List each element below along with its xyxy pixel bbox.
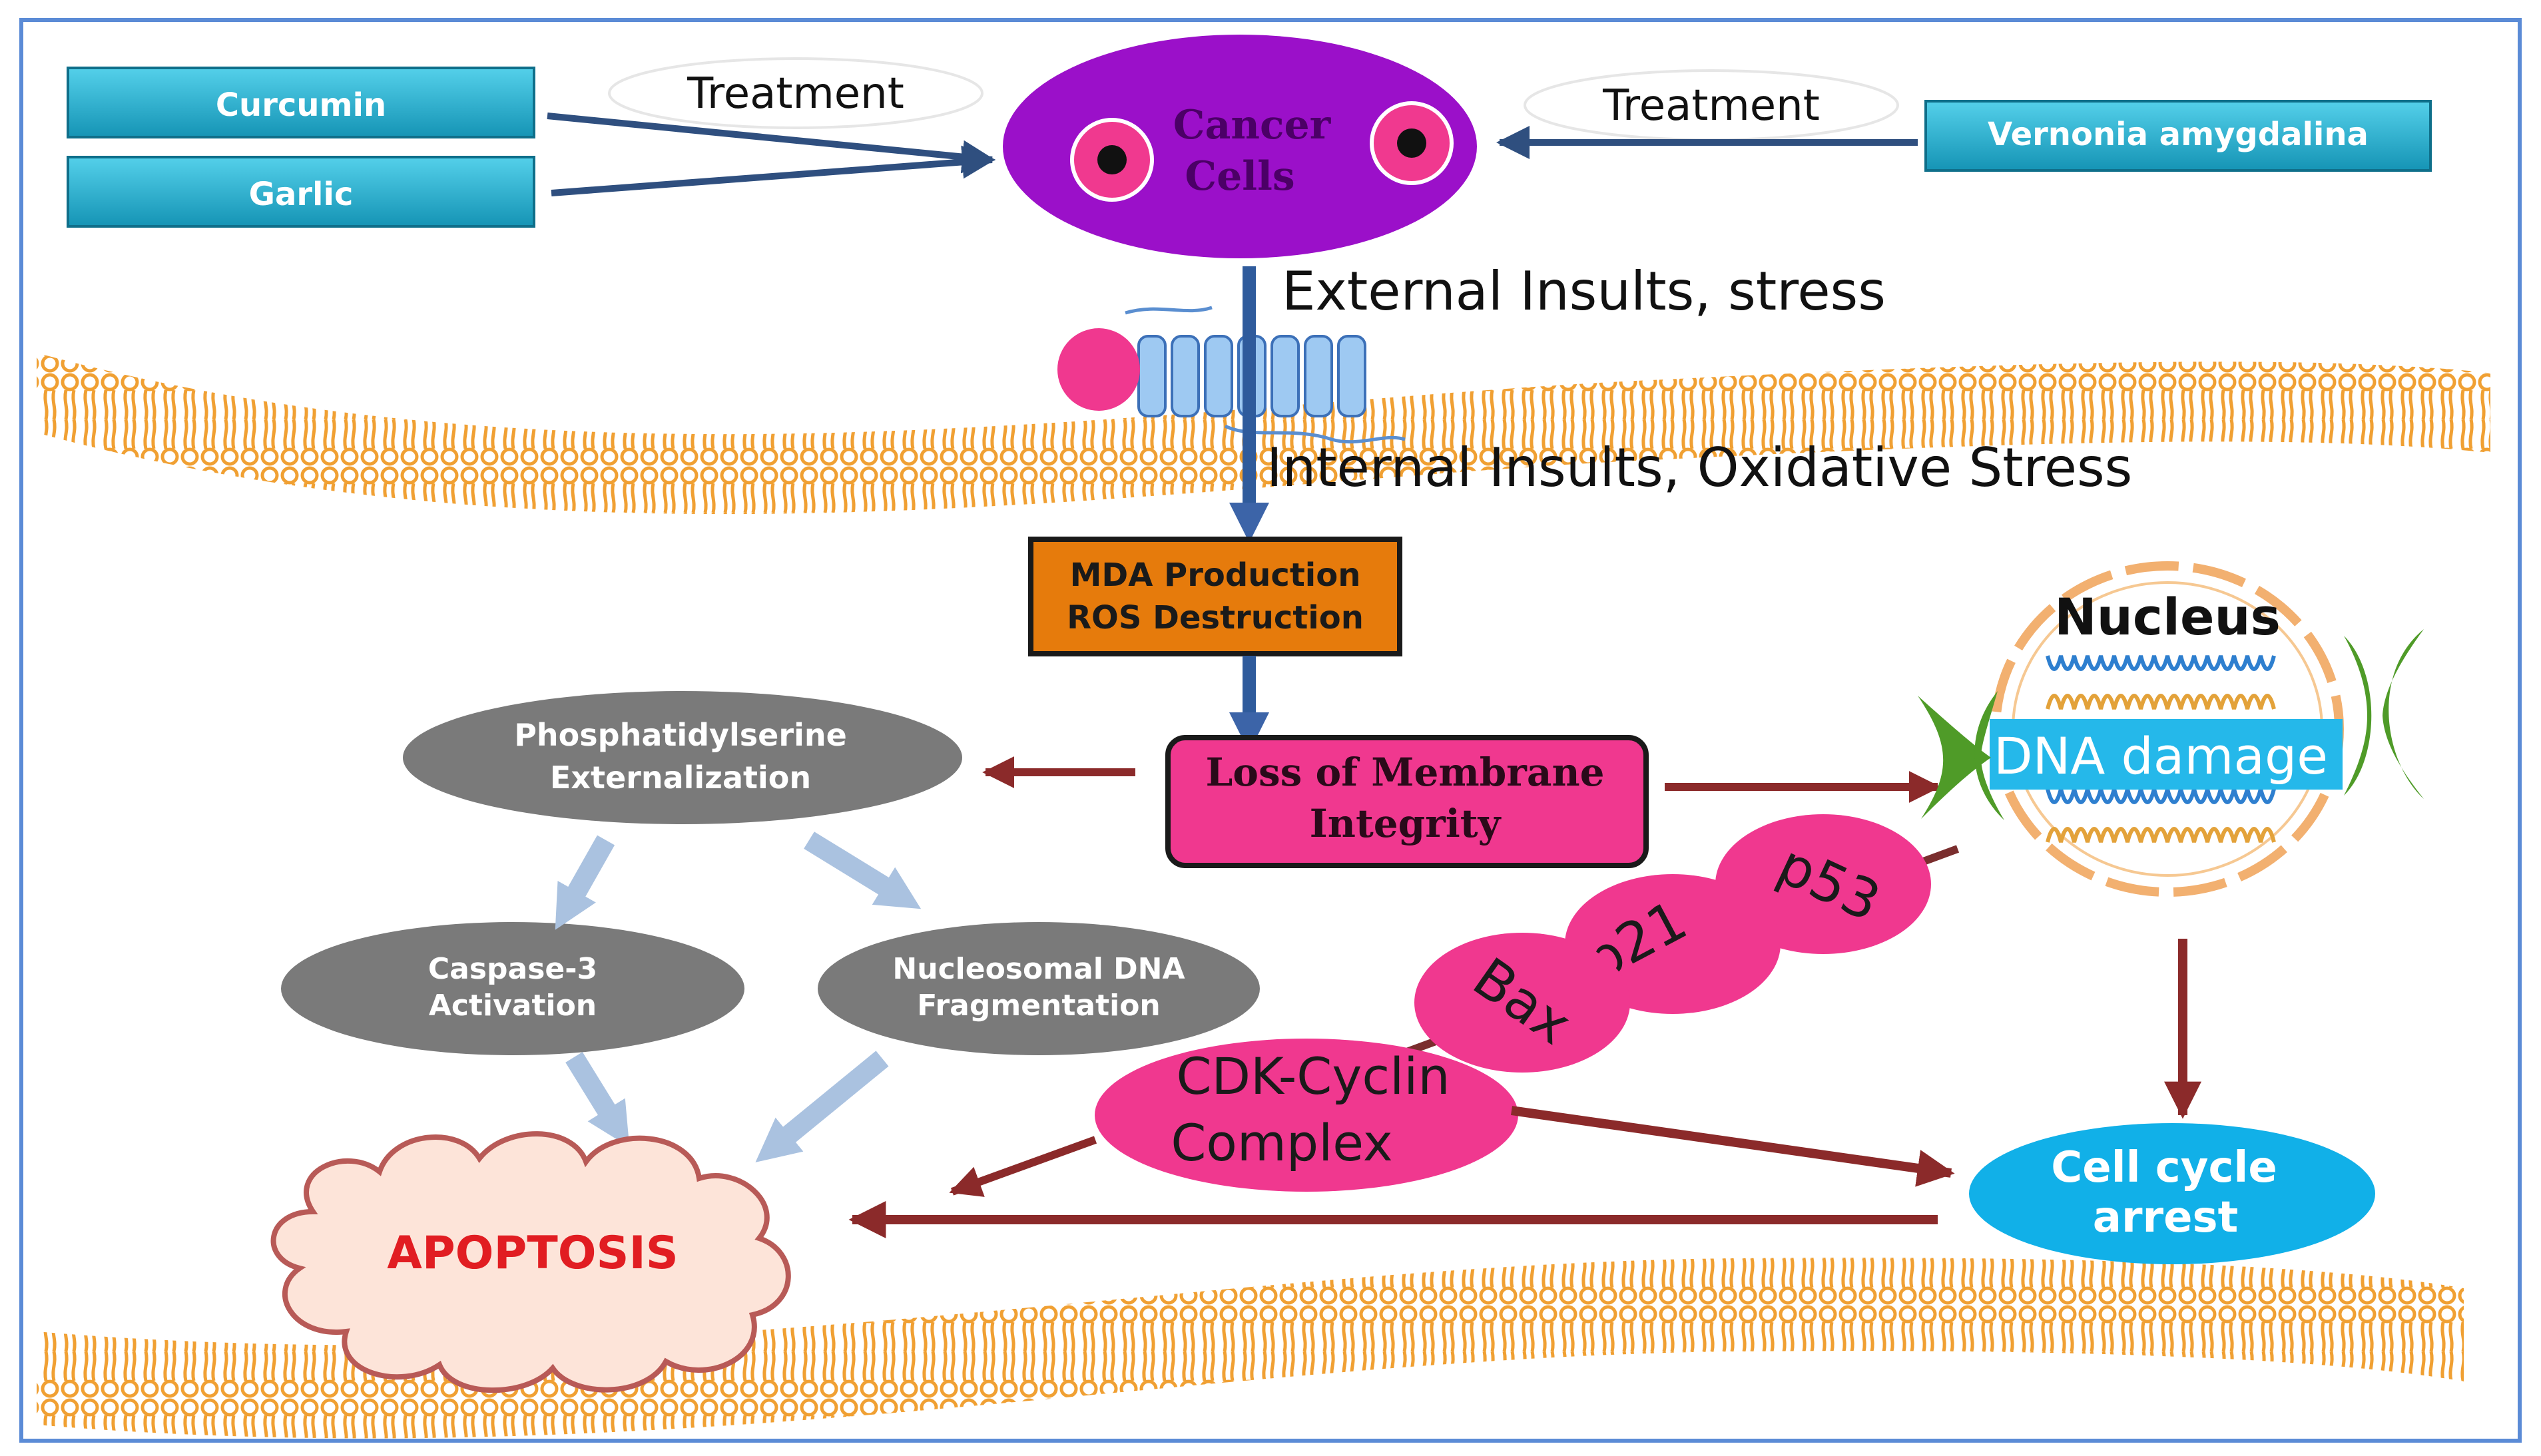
caspase-oval: Caspase-3 Activation (281, 922, 744, 1055)
caspase-to-apoptosis-arrow (565, 1052, 630, 1148)
mda-line1: MDA Production (1070, 557, 1361, 594)
caspase-line2: Activation (429, 989, 597, 1023)
cdk-cyclin-oval: CDK-Cyclin Complex (1095, 1039, 1518, 1192)
bax-oval: Bax (1414, 933, 1630, 1073)
nucleus: Nucleus DNA damage (1990, 561, 2344, 897)
treatment-left-bubble (608, 57, 984, 129)
cancer-cells-line2: Cells (1185, 153, 1294, 200)
nucleosomal-line1: Nucleosomal DNA (892, 952, 1185, 986)
internal-stress-label: Internal Insults, Oxidative Stress (1267, 437, 2132, 499)
garlic-label: Garlic (249, 176, 354, 213)
curcumin-box: Curcumin (67, 67, 535, 138)
mda-line2: ROS Destruction (1067, 599, 1364, 636)
cancer-cells-line1: Cancer (1173, 102, 1332, 148)
vernonia-label: Vernonia amygdalina (1988, 116, 2369, 153)
ps-to-caspase-arrow (555, 835, 615, 930)
treatment-left-label: Treatment (687, 69, 904, 119)
membrane-loss-line2: Integrity (1310, 801, 1502, 846)
chromosome-right-icon (2344, 629, 2424, 799)
nucleosomal-line2: Fragmentation (917, 989, 1161, 1023)
chromosome-left-icon (1918, 691, 2004, 820)
ps-oval: Phosphatidylserine Externalization (403, 691, 962, 824)
garlic-arrow (551, 145, 995, 196)
mda-box: MDA Production ROS Destruction (1028, 537, 1402, 656)
cell-cycle-line2: arrest (2093, 1193, 2238, 1242)
caspase-line1: Caspase-3 (428, 952, 597, 986)
dna-helix-bottom (2046, 788, 2276, 843)
cdk-to-arrest-arrow (1511, 1106, 1955, 1187)
diagram-frame (19, 18, 2522, 1443)
apoptosis-label: APOPTOSIS (387, 1227, 679, 1280)
dna-damage-label: DNA damage (1994, 726, 2328, 786)
cell-cycle-arrest-oval: Cell cycle arrest (1969, 1123, 2375, 1264)
garlic-box: Garlic (67, 156, 535, 228)
curcumin-arrow (547, 113, 995, 174)
ps-line2: Externalization (550, 760, 811, 796)
external-stress-label: External Insults, stress (1282, 260, 1886, 322)
apoptosis-cloud: APOPTOSIS (270, 1131, 791, 1393)
nucleosomal-oval: Nucleosomal DNA Fragmentation (818, 922, 1260, 1055)
dna-damage-band (1990, 719, 2343, 790)
membrane-loss-box: Loss of Membrane Integrity (1165, 735, 1649, 868)
nucleosomal-to-apoptosis-arrow (755, 1051, 889, 1162)
dna-helix-top (2046, 655, 2276, 710)
cdk-line2: Complex (1171, 1113, 1392, 1172)
nucleus-title: Nucleus (2054, 587, 2281, 646)
cdk-line1: CDK-Cyclin (1176, 1047, 1450, 1106)
ps-to-nucleosomal-arrow (804, 832, 922, 909)
vernonia-box: Vernonia amygdalina (1924, 100, 2432, 172)
cell-membrane-bottom (37, 1258, 2464, 1439)
treatment-right-label: Treatment (1602, 81, 1820, 130)
ps-line1: Phosphatidylserine (514, 717, 847, 753)
cell-cycle-line1: Cell cycle (2051, 1143, 2277, 1192)
ligand-sphere (1057, 328, 1140, 411)
cdk-to-apoptosis-arrow (949, 1136, 1097, 1197)
cancer-cells: Cancer Cells (1003, 35, 1477, 258)
curcumin-label: Curcumin (216, 87, 386, 124)
membrane-loss-line1: Loss of Membrane (1205, 750, 1604, 795)
